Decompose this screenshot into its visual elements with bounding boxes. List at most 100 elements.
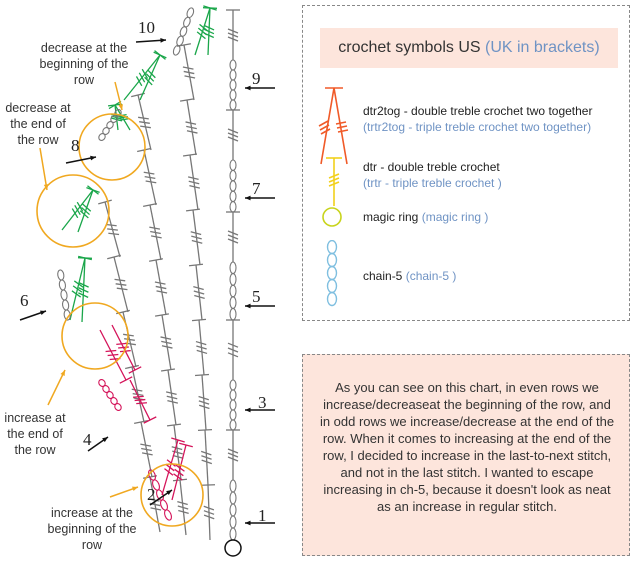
stitch-hash xyxy=(203,24,215,31)
stitch-hash xyxy=(203,505,215,511)
dtr-stitch xyxy=(171,442,193,501)
chain-5-stitch xyxy=(229,479,237,541)
row-number-7: 7 xyxy=(252,179,261,198)
stitch-hash xyxy=(166,395,178,400)
stitch-hash xyxy=(186,130,198,134)
stitch-top-bar xyxy=(143,416,157,424)
chain-loop xyxy=(229,307,237,321)
arrow-head xyxy=(40,310,46,316)
stitch-hash xyxy=(155,285,167,290)
chain-loop xyxy=(102,385,110,393)
stitch-hash xyxy=(227,238,239,244)
chain-loop xyxy=(229,89,237,101)
dtr-stitch xyxy=(172,478,189,536)
arrow-shaft xyxy=(47,369,66,406)
legend-title-us: crochet symbols US xyxy=(338,39,481,56)
stitch-hash xyxy=(132,395,144,398)
highlight-circle xyxy=(61,302,129,370)
chain-loop xyxy=(229,379,237,391)
row-number-4: 4 xyxy=(83,430,92,449)
chain-loop xyxy=(229,527,237,541)
dtr-stitch xyxy=(77,257,93,323)
stitch-hash xyxy=(165,463,175,472)
stitch-hash xyxy=(186,125,197,130)
callout-arrow xyxy=(109,486,139,498)
stitch-hash xyxy=(132,392,144,397)
chain-loop xyxy=(186,7,195,19)
dtr-stitch xyxy=(137,147,157,206)
chain-loop xyxy=(183,16,191,28)
stitch-hash xyxy=(193,286,204,291)
arrow-head xyxy=(245,303,251,309)
stitch-top-bar xyxy=(86,187,100,193)
row-arrow-10 xyxy=(135,38,167,43)
row-number-6: 6 xyxy=(20,291,29,310)
stitch-hash xyxy=(78,282,89,288)
stitch-hash xyxy=(134,398,146,402)
stitch-top-bar xyxy=(153,51,167,59)
dtr-stitch xyxy=(226,211,240,262)
dtr-stitch xyxy=(191,318,208,376)
stitch-top-bar xyxy=(134,419,148,425)
stitch-hash xyxy=(119,349,131,353)
stitch-hash xyxy=(190,231,202,236)
label-increase-end: increase at the end of the row xyxy=(4,411,66,457)
stitch-hash xyxy=(203,32,215,39)
stitch-hash xyxy=(118,346,129,349)
dtr-stitch xyxy=(202,7,218,56)
chain-loop xyxy=(229,296,237,309)
dtr-stitch xyxy=(129,379,157,424)
dtr-stitch xyxy=(188,263,205,321)
stitch-hash xyxy=(118,118,130,121)
stitch-hash xyxy=(196,349,208,355)
stitch-hash xyxy=(115,283,127,286)
stitch-hash xyxy=(177,501,188,506)
chain-loop xyxy=(229,273,237,286)
explanation-note: As you can see on this chart, in even ro… xyxy=(302,354,630,556)
row-arrow-8 xyxy=(65,155,97,164)
stitch-hash xyxy=(172,454,184,459)
stitch-top-bar xyxy=(119,376,133,384)
legend-us-text: magic ring xyxy=(363,210,419,224)
row-arrow-5 xyxy=(245,303,275,309)
chain-5-stitch xyxy=(98,109,122,141)
highlight-circles xyxy=(36,113,204,527)
stitch-hash xyxy=(139,121,150,124)
callout-arrow xyxy=(39,147,49,191)
chain-5-stitch xyxy=(229,159,237,213)
chain-loop xyxy=(229,515,237,529)
stitch-top-bar xyxy=(202,7,218,9)
dtr-stitch xyxy=(161,437,185,496)
stitch-hash xyxy=(227,347,239,353)
stitch-hash xyxy=(108,232,120,236)
stitch-hash xyxy=(71,290,82,298)
label-decrease-end: decrease at the end of the row xyxy=(5,101,71,147)
chain-loop xyxy=(61,299,70,311)
stitch-hash xyxy=(191,235,202,240)
chain-loop xyxy=(229,389,237,401)
chain-loop xyxy=(229,491,237,505)
stitch-hash xyxy=(227,136,239,142)
chain-loop xyxy=(229,503,237,517)
legend-uk-text: (trtr - triple treble crochet ) xyxy=(363,176,502,190)
dtr-stitch xyxy=(182,153,201,211)
chain-loop xyxy=(229,59,237,71)
stitch-top-bar xyxy=(143,202,157,208)
stitch-hash xyxy=(71,208,79,219)
stitch-top-bar xyxy=(191,318,207,322)
stitch-hash xyxy=(145,180,157,184)
highlight-circle xyxy=(78,113,146,181)
stitch-top-bar xyxy=(128,366,142,374)
stitch-hash xyxy=(227,36,239,42)
arrow-shaft xyxy=(39,147,48,191)
stitch-hash xyxy=(107,353,119,357)
dtr-stitch xyxy=(125,364,145,423)
stitch-hash xyxy=(141,68,149,79)
stitch-top-bar xyxy=(160,368,176,372)
legend-item-chain-5: chain-5 (chain-5 ) xyxy=(363,268,456,284)
stitch-hash xyxy=(203,510,215,515)
highlight-circle xyxy=(36,174,110,248)
stitch-hash xyxy=(74,205,81,215)
stitch-hash xyxy=(184,75,196,79)
